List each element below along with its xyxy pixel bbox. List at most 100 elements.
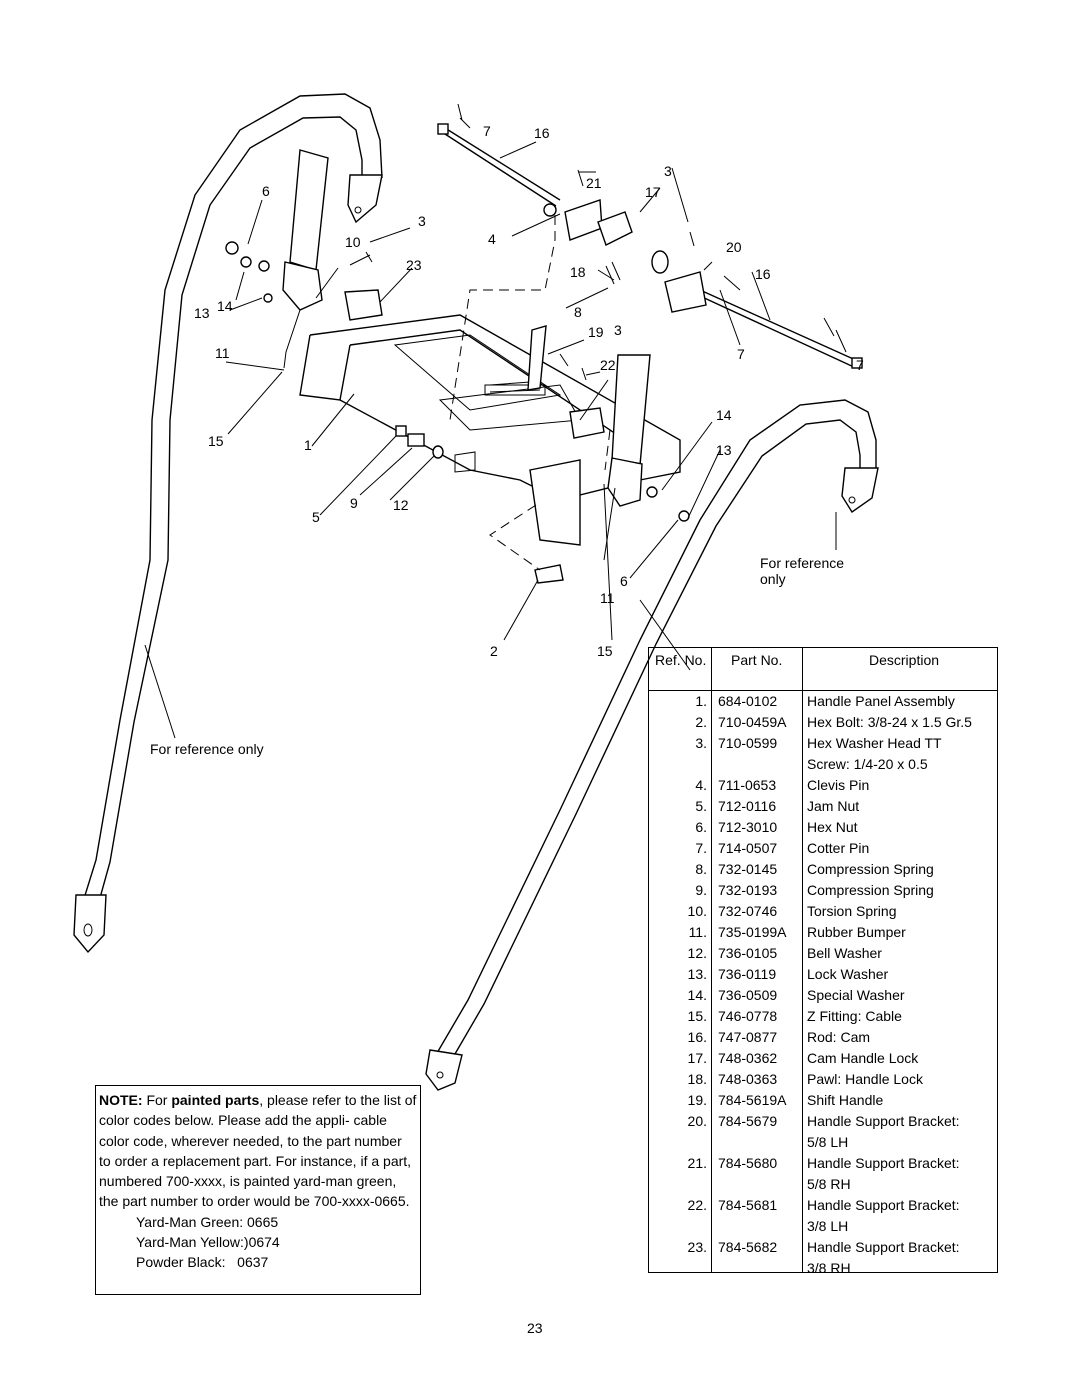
callout-10: 10 bbox=[345, 234, 361, 250]
ref-no-cell: 1. bbox=[695, 693, 707, 709]
parts-table: Ref. No. Part No. Description 1.684-0102… bbox=[648, 647, 998, 1276]
part-no-cell: 732-0145 bbox=[718, 861, 778, 877]
callout-1: 1 bbox=[304, 437, 312, 453]
callout-3: 3 bbox=[664, 163, 672, 179]
part-no-cell: 710-0599 bbox=[718, 735, 778, 751]
callout-15: 15 bbox=[208, 433, 224, 449]
callout-23: 23 bbox=[406, 257, 422, 273]
part-no-cell: 784-5682 bbox=[718, 1239, 778, 1255]
note-text-1: For bbox=[142, 1092, 172, 1108]
assembly-lines bbox=[449, 215, 611, 571]
callout-11: 11 bbox=[600, 590, 615, 606]
color-code-row: Yard-Man Green: 0665 bbox=[136, 1212, 417, 1232]
part-no-cell: 784-5680 bbox=[718, 1155, 778, 1171]
callout-18: 18 bbox=[570, 264, 586, 280]
ref-no-cell: 15. bbox=[687, 1008, 707, 1024]
callout-12: 12 bbox=[393, 497, 409, 513]
description-cell: Compression Spring bbox=[807, 882, 934, 898]
description-cell: Handle Support Bracket: 5/8 RH bbox=[807, 1155, 960, 1192]
note-paragraph: NOTE: For painted parts, please refer to… bbox=[99, 1090, 417, 1212]
description-cell: Handle Panel Assembly bbox=[807, 693, 955, 709]
header-description: Description bbox=[869, 652, 940, 668]
callout-7: 7 bbox=[856, 357, 864, 373]
ref-no-cell: 18. bbox=[687, 1071, 707, 1087]
color-code-name: Powder Black: bbox=[136, 1254, 226, 1271]
callout-7: 7 bbox=[483, 123, 491, 139]
ref-no-cell: 6. bbox=[695, 819, 707, 835]
description-cell: Rubber Bumper bbox=[807, 924, 906, 940]
callout-14: 14 bbox=[217, 298, 233, 314]
table-row: 18. 748-0363 Pawl: Handle Lock bbox=[649, 1069, 997, 1090]
reference-label-left: For reference only bbox=[150, 741, 264, 757]
reference-label-right-line2: only bbox=[760, 571, 786, 587]
table-header-divider bbox=[649, 690, 997, 691]
note-label: NOTE: bbox=[99, 1092, 143, 1108]
callout-16: 16 bbox=[755, 266, 771, 282]
color-code-row: Yard-Man Yellow:)0674 bbox=[136, 1232, 417, 1252]
part-no-cell: 748-0363 bbox=[718, 1071, 778, 1087]
left-upper-handle bbox=[73, 93, 383, 954]
description-cell: Pawl: Handle Lock bbox=[807, 1071, 923, 1087]
description-cell: Bell Washer bbox=[807, 945, 882, 961]
note-bold: painted parts bbox=[171, 1092, 260, 1108]
callout-22: 22 bbox=[600, 357, 616, 373]
ref-no-cell: 8. bbox=[695, 861, 707, 877]
part-no-cell: 732-0193 bbox=[718, 882, 778, 898]
part-no-cell: 684-0102 bbox=[718, 693, 778, 709]
ref-no-cell: 12. bbox=[687, 945, 707, 961]
part-no-cell: 736-0509 bbox=[718, 987, 778, 1003]
description-cell: Compression Spring bbox=[807, 861, 934, 877]
part-no-cell: 712-3010 bbox=[718, 819, 778, 835]
table-row: 22. 784-5681 Handle Support Bracket: 3/8 L… bbox=[649, 1195, 997, 1237]
callout-3: 3 bbox=[614, 322, 622, 338]
right-upper-handle bbox=[425, 399, 879, 1091]
part-no-cell: 784-5681 bbox=[718, 1197, 778, 1213]
table-row: 1. 684-0102 Handle Panel Assembly bbox=[649, 691, 997, 712]
callout-9: 9 bbox=[350, 495, 358, 511]
part-no-cell: 746-0778 bbox=[718, 1008, 778, 1024]
part-no-cell: 711-0653 bbox=[718, 777, 777, 793]
callout-8: 8 bbox=[574, 304, 582, 320]
description-cell: Shift Handle bbox=[807, 1092, 884, 1108]
ref-no-cell: 23. bbox=[687, 1239, 707, 1255]
description-cell: Hex Nut bbox=[807, 819, 858, 835]
ref-no-cell: 5. bbox=[695, 798, 707, 814]
description-cell: Special Washer bbox=[807, 987, 905, 1003]
description-cell: Rod: Cam bbox=[807, 1029, 871, 1045]
ref-no-cell: 10. bbox=[687, 903, 707, 919]
description-cell: Hex Washer Head TT Screw: 1/4-20 x 0.5 bbox=[807, 735, 942, 772]
color-codes: Yard-Man Green: 0665 Yard-Man Yellow:)06… bbox=[99, 1212, 417, 1273]
leader-arrows bbox=[144, 117, 847, 739]
table-divider bbox=[711, 648, 712, 1272]
ref-no-cell: 21. bbox=[687, 1155, 707, 1171]
header-ref-no: Ref. No. bbox=[655, 652, 707, 668]
ref-no-cell: 22. bbox=[687, 1197, 707, 1213]
callout-4: 4 bbox=[488, 231, 496, 247]
brackets-and-cams bbox=[344, 199, 707, 439]
ref-no-cell: 14. bbox=[687, 987, 707, 1003]
callout-11: 11 bbox=[215, 345, 230, 361]
ref-no-cell: 16. bbox=[687, 1029, 707, 1045]
description-cell: Handle Support Bracket: 3/8 LH bbox=[807, 1197, 960, 1234]
description-cell: Handle Support Bracket: 3/8 RH bbox=[807, 1239, 960, 1276]
callout-21: 21 bbox=[586, 175, 602, 191]
ref-no-cell: 2. bbox=[695, 714, 707, 730]
table-rows: 1. 684-0102 Handle Panel Assembly 2.710-045… bbox=[649, 691, 997, 1279]
description-cell: Jam Nut bbox=[807, 798, 860, 814]
callout-3: 3 bbox=[418, 213, 426, 229]
table-divider bbox=[802, 648, 803, 1272]
callout-13: 13 bbox=[716, 442, 732, 458]
table-row: 21. 784-5680 Handle Support Bracket: 5/8 R… bbox=[649, 1153, 997, 1195]
part-no-cell: 714-0507 bbox=[718, 840, 778, 856]
